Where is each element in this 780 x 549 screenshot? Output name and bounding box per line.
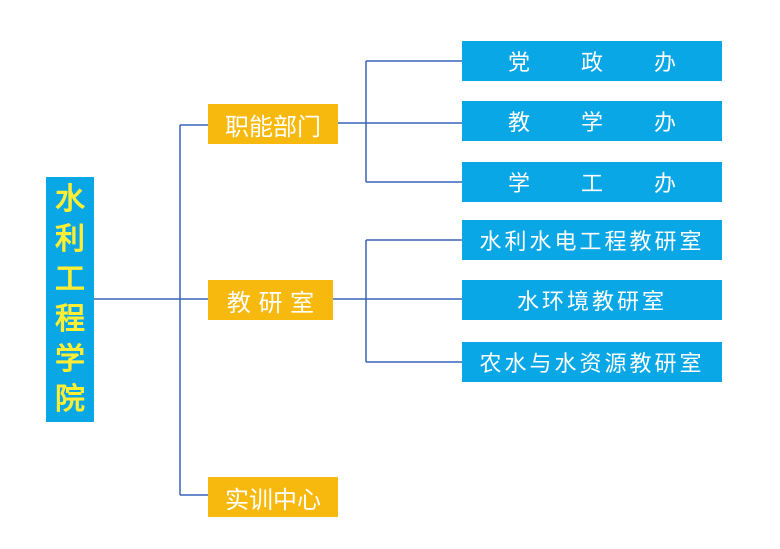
department-node-functional: 职能部门 (208, 104, 338, 144)
root-char: 水 (55, 181, 85, 217)
root-char: 学 (55, 341, 85, 377)
department-label: 职能部门 (225, 112, 321, 141)
office-node-student-affairs: 学 工 办 (462, 162, 722, 202)
research-office-node-irrigation: 农水与水资源教研室 (462, 342, 722, 382)
root-node: 水 利 工 程 学 院 (46, 177, 94, 422)
office-label: 农水与水资源教研室 (479, 352, 705, 377)
research-office-node-hydraulic: 水利水电工程教研室 (462, 220, 722, 260)
root-char: 程 (55, 301, 85, 337)
office-node-party-admin: 党 政 办 (462, 41, 722, 81)
department-label: 实训中心 (225, 485, 321, 514)
office-label: 教 学 办 (508, 111, 698, 136)
root-char: 工 (55, 261, 85, 297)
office-label: 水环境教研室 (516, 290, 667, 315)
office-label: 党 政 办 (508, 51, 698, 76)
root-char: 利 (55, 221, 85, 257)
department-node-training-center: 实训中心 (208, 477, 338, 517)
office-node-academic-affairs: 教 学 办 (462, 101, 722, 141)
research-office-node-water-environment: 水环境教研室 (462, 280, 722, 320)
root-char: 院 (55, 381, 85, 417)
department-node-teaching-research: 教 研 室 (208, 280, 333, 320)
office-label: 学 工 办 (508, 172, 698, 197)
office-label: 水利水电工程教研室 (479, 230, 705, 255)
department-label: 教 研 室 (226, 288, 315, 317)
